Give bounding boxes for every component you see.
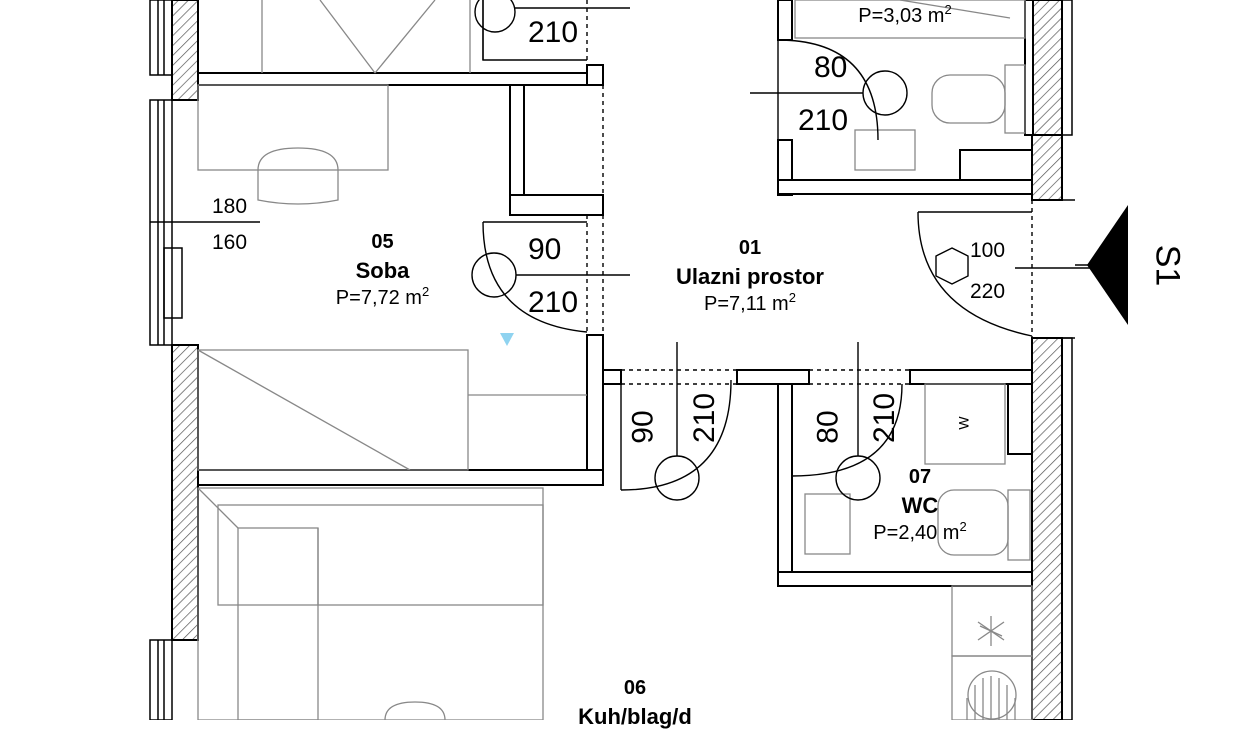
room-07-area-sup: 2 xyxy=(959,519,967,534)
dimension-markers xyxy=(150,0,1090,501)
room-top-area: P=3,03 m xyxy=(858,5,945,27)
room-01-number: 01 xyxy=(738,237,762,259)
window-frames xyxy=(149,0,1073,720)
soba-door-height: 210 xyxy=(528,286,579,319)
room-01-area-sup: 2 xyxy=(788,290,796,305)
room-top-label: P=3,03 m2 xyxy=(830,3,980,27)
exterior-walls xyxy=(171,0,1063,720)
room-07-name: WC xyxy=(901,493,939,518)
kitchen-door-height: 210 xyxy=(688,392,722,444)
window-width: 180 xyxy=(212,195,248,218)
interior-walls xyxy=(197,0,1034,587)
room-05-name: Soba xyxy=(355,258,410,283)
door-swings xyxy=(482,0,1075,491)
window-height: 160 xyxy=(212,231,248,254)
room-07-label: 07 WC P=2,40 m2 xyxy=(850,467,990,543)
room-01-name: Ulazni prostor xyxy=(676,264,824,289)
soba-door-width: 90 xyxy=(528,233,562,266)
entrance-door-width: 100 xyxy=(970,239,1006,262)
entrance-door-height: 220 xyxy=(970,280,1006,303)
wc-door-height: 210 xyxy=(868,392,902,444)
room-06-label: 06 Kuh/blag/d xyxy=(560,678,710,728)
room-05-area: P=7,72 m xyxy=(335,287,422,309)
level-marker-icon xyxy=(500,333,514,346)
room-05-area-sup: 2 xyxy=(421,284,430,299)
room-01-area: P=7,11 m xyxy=(704,293,789,315)
room-07-area: P=2,40 m xyxy=(873,522,960,544)
furniture xyxy=(197,0,1033,720)
room-01-label: 01 Ulazni prostor P=7,11 m2 xyxy=(650,238,850,314)
wc-door-width: 80 xyxy=(811,410,845,444)
kitchen-door-width: 90 xyxy=(626,410,660,444)
room-05-label: 05 Soba P=7,72 m2 xyxy=(300,232,465,308)
bath-door-width: 80 xyxy=(814,51,848,84)
room-06-name: Kuh/blag/d xyxy=(578,704,692,729)
section-label: S1 xyxy=(1148,244,1187,287)
room-top-area-sup: 2 xyxy=(944,2,952,17)
bath-door-height: 210 xyxy=(798,104,849,137)
room-06-number: 06 xyxy=(623,677,647,699)
room-07-number: 07 xyxy=(908,466,932,488)
washer-label: W xyxy=(955,416,972,430)
top-left-door-height: 210 xyxy=(528,16,579,49)
room-05-number: 05 xyxy=(371,231,394,253)
